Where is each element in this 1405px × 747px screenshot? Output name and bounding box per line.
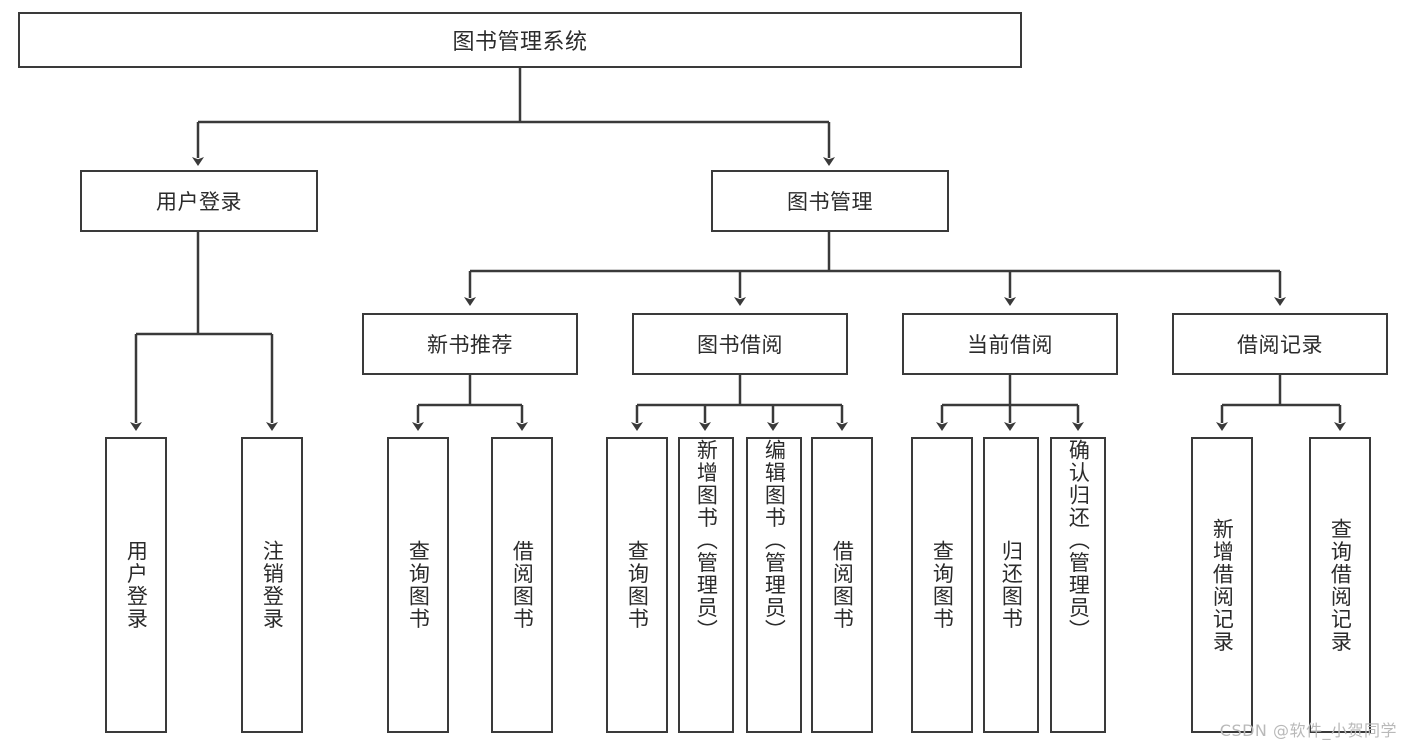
node-leaf-query-book-3[interactable]: 查询图书: [911, 437, 973, 733]
node-label: 新增借阅记录: [1210, 517, 1235, 653]
node-label: 新增图书（管理员）: [694, 439, 719, 642]
node-label: 注销登录: [260, 540, 285, 630]
node-book-borrow[interactable]: 图书借阅: [632, 313, 848, 375]
node-label: 图书管理: [787, 190, 873, 214]
node-user-login[interactable]: 用户登录: [80, 170, 318, 232]
node-leaf-add-record[interactable]: 新增借阅记录: [1191, 437, 1253, 733]
node-label: 查询图书: [625, 540, 650, 630]
node-leaf-return-book[interactable]: 归还图书: [983, 437, 1039, 733]
node-label: 编辑图书（管理员）: [762, 439, 787, 642]
node-label: 归还图书: [999, 540, 1024, 630]
node-leaf-confirm-return[interactable]: 确认归还（管理员）: [1050, 437, 1106, 733]
node-new-book-rec[interactable]: 新书推荐: [362, 313, 578, 375]
node-borrow-record[interactable]: 借阅记录: [1172, 313, 1388, 375]
node-leaf-edit-book[interactable]: 编辑图书（管理员）: [746, 437, 802, 733]
node-label: 图书管理系统: [452, 30, 588, 55]
node-label: 图书借阅: [697, 333, 783, 357]
node-root-system[interactable]: 图书管理系统: [18, 12, 1022, 68]
node-label: 查询图书: [930, 540, 955, 630]
node-label: 查询图书: [406, 540, 431, 630]
node-label: 借阅图书: [830, 540, 855, 630]
node-label: 用户登录: [156, 190, 242, 214]
node-leaf-logout[interactable]: 注销登录: [241, 437, 303, 733]
node-leaf-query-record[interactable]: 查询借阅记录: [1309, 437, 1371, 733]
node-label: 借阅记录: [1237, 333, 1323, 357]
node-label: 查询借阅记录: [1328, 517, 1353, 653]
node-label: 新书推荐: [427, 333, 513, 357]
node-label: 用户登录: [124, 540, 149, 630]
node-book-manage[interactable]: 图书管理: [711, 170, 949, 232]
node-leaf-query-book-2[interactable]: 查询图书: [606, 437, 668, 733]
node-leaf-borrow-book-1[interactable]: 借阅图书: [491, 437, 553, 733]
node-leaf-borrow-book-2[interactable]: 借阅图书: [811, 437, 873, 733]
node-label: 当前借阅: [967, 333, 1053, 357]
node-leaf-user-login[interactable]: 用户登录: [105, 437, 167, 733]
watermark: CSDN @软件_小贺同学: [1219, 721, 1397, 740]
node-leaf-add-book[interactable]: 新增图书（管理员）: [678, 437, 734, 733]
node-label: 借阅图书: [510, 540, 535, 630]
node-current-borrow[interactable]: 当前借阅: [902, 313, 1118, 375]
node-leaf-query-book-1[interactable]: 查询图书: [387, 437, 449, 733]
node-label: 确认归还（管理员）: [1066, 439, 1091, 642]
